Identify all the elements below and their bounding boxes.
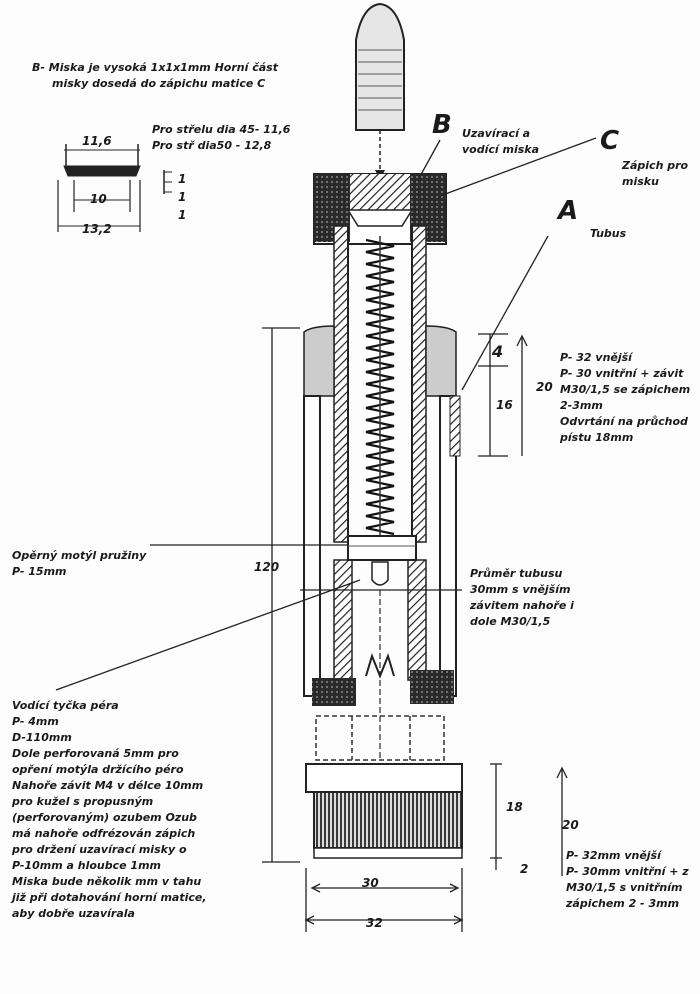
dim-32: 32 [366,916,383,930]
cup-dim-outer: 13,2 [82,222,112,236]
dim-20-bottom: 20 [562,818,579,832]
dim-120: 120 [254,560,280,574]
leader-lines [55,137,597,691]
label-B: B [432,110,452,140]
dim-20-top: 20 [536,380,553,394]
cup-drawing [57,144,172,232]
outer-tube [303,325,461,697]
cup-dim-inner: 10 [90,192,107,206]
cup-dim-t1: 1 [178,172,187,186]
spring [365,236,395,544]
dim-18: 18 [506,800,523,814]
cup-dim-top: 11,6 [82,134,112,148]
dim-30: 30 [362,876,379,890]
dim-16: 16 [496,398,513,412]
label-A: A [558,196,579,226]
dimension-lines [262,327,568,932]
spring-stop [347,535,417,760]
bullet [355,2,405,180]
dim-4: 4 [492,342,504,361]
cup-dim-t3: 1 [178,208,187,222]
lower-nut [305,670,463,859]
dim-2: 2 [520,862,529,876]
cup-dim-t2: 1 [178,190,187,204]
label-C: C [600,126,620,156]
label-A-text: Tubus [590,227,627,240]
inner-tube [333,225,427,543]
